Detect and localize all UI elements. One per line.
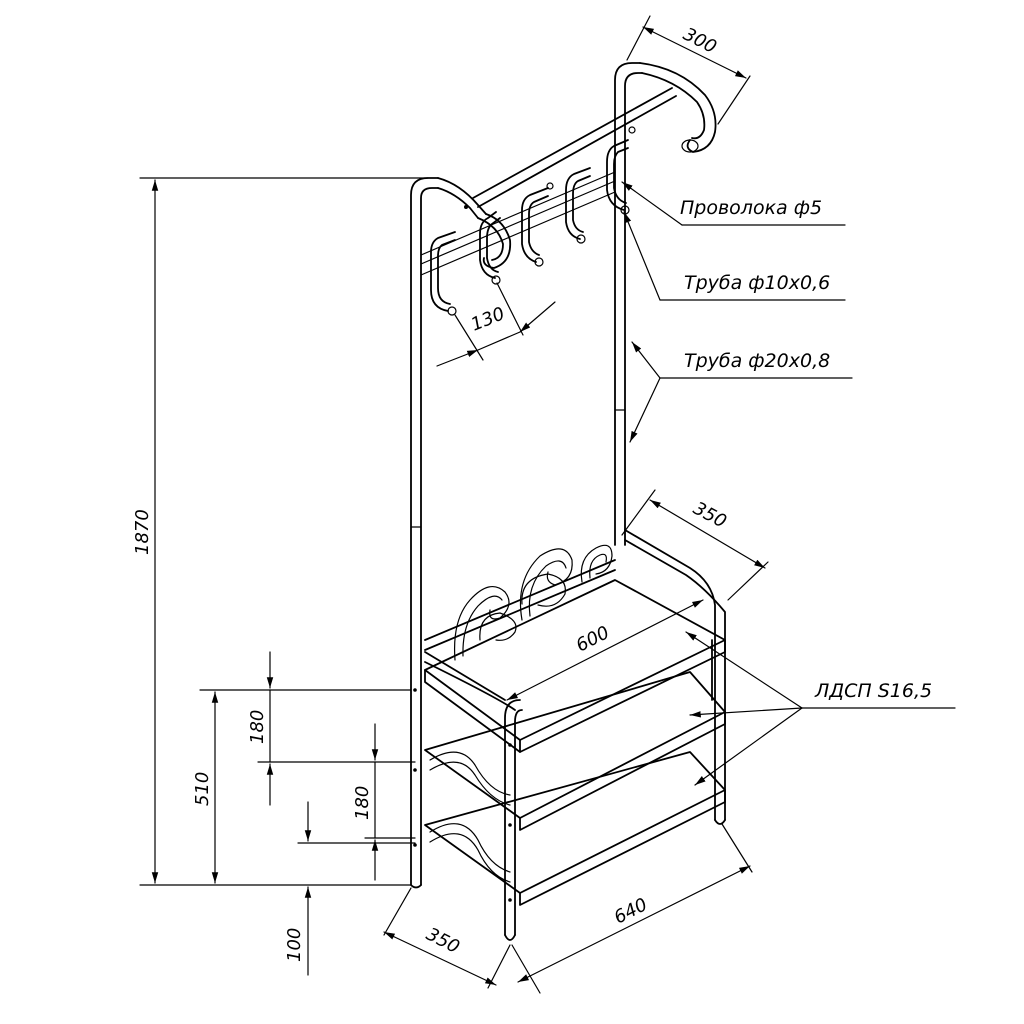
shelf-top (424, 579, 726, 753)
shelf-bottom (424, 751, 726, 906)
callout-panel: ЛДСП S16,5 (814, 680, 932, 702)
hook-4 (565, 167, 591, 244)
right-side-frame (624, 529, 726, 825)
dim-base-width (511, 823, 753, 994)
shelf-middle (424, 671, 726, 831)
rack-frame (410, 62, 726, 941)
dimension-lines: 300 130 350 600 1870 (132, 15, 769, 994)
dim-shelf-block (199, 689, 412, 884)
dim-leg-height (297, 801, 416, 976)
post-marks (413, 205, 512, 902)
top-crown-arc (639, 62, 717, 153)
shelves (424, 579, 726, 906)
dim-leg-height-label: 100 (284, 928, 305, 962)
callout-tube-small: Труба ф10х0,6 (684, 272, 830, 294)
callout-leaders (621, 181, 956, 786)
back-right-post (614, 62, 643, 546)
dim-top-depth-label: 300 (680, 24, 720, 58)
dim-shelf-gap-2 (364, 723, 416, 881)
dim-shelf-depth-top (621, 489, 769, 601)
dim-shelf-gap-2-label: 180 (352, 786, 373, 820)
dim-total-height-label: 1870 (132, 509, 153, 555)
dim-base-width-label: 640 (611, 894, 651, 928)
callout-tube-large: Труба ф20х0,8 (684, 350, 830, 372)
hook-1 (430, 231, 457, 316)
dim-shelf-gap-1 (257, 651, 416, 806)
dim-shelf-gap-1-label: 180 (247, 710, 268, 744)
hook-3 (521, 182, 554, 267)
right-front-post (424, 651, 523, 941)
dim-shelf-block-label: 510 (192, 772, 213, 806)
top-rail (472, 87, 677, 208)
dim-total-height (139, 177, 429, 886)
dim-shelf-width-label: 600 (573, 622, 613, 656)
callout-wire: Проволока ф5 (680, 197, 822, 219)
left-front-post (410, 177, 439, 889)
coat-hooks (430, 126, 636, 316)
dim-shelf-width (506, 599, 704, 701)
hook-5 (606, 126, 636, 215)
dim-base-depth (383, 887, 511, 989)
left-top-arc (437, 177, 487, 215)
hook-bar (420, 171, 616, 276)
hook-2 (477, 211, 512, 285)
dim-hook-spacing-label: 130 (468, 303, 508, 335)
dim-top-depth (626, 15, 751, 125)
dim-hook-spacing (436, 282, 556, 367)
